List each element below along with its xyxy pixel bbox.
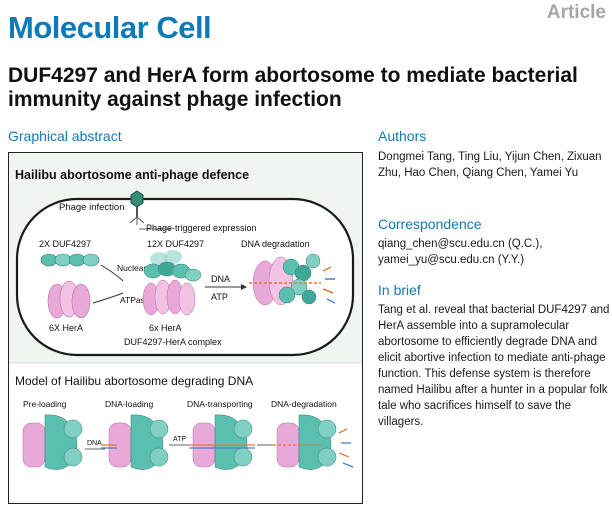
step-dnatransporting-label: DNA-transporting — [187, 399, 253, 409]
duf4297-dimer-icon — [40, 253, 100, 267]
atpase-label: ATPase — [120, 295, 150, 305]
model-title: Model of Hailibu abortosome degrading DN… — [15, 374, 253, 388]
paper-title: DUF4297 and HerA form abortosome to medi… — [8, 64, 578, 111]
dna-label: DNA — [211, 274, 230, 284]
duf4297-hera-complex-icon — [142, 250, 202, 316]
top-title: Hailibu abortosome anti-phage defence — [15, 168, 249, 182]
model-step-3-icon — [189, 414, 255, 470]
authors-list: Dongmei Tang, Ting Liu, Yijun Chen, Zixu… — [378, 151, 602, 179]
email-link-2[interactable]: yamei_yu@scu.edu.cn (Y.Y.) — [378, 254, 525, 266]
degrading-complex-icon — [249, 253, 336, 306]
in-brief-text: Tang et al. reveal that bacterial DUF429… — [378, 304, 610, 428]
model-step-2-icon — [101, 414, 169, 470]
dna-degradation-label: DNA degradation — [241, 239, 310, 249]
email-link-1[interactable]: qiang_chen@scu.edu.cn (Q.C.), — [378, 238, 543, 250]
hera-hexamer-icon — [47, 280, 91, 319]
in-brief-heading: In brief — [378, 282, 421, 298]
phage-infection-label: Phage infection — [59, 202, 125, 213]
graphical-abstract-heading: Graphical abstract — [8, 128, 122, 144]
article-type-label: Article — [546, 2, 606, 23]
step-preloading-label: Pre-loading — [23, 399, 67, 409]
graphical-abstract-figure: Hailibu abortosome anti-phage defence Ph… — [8, 152, 363, 504]
correspondence-heading: Correspondence — [378, 216, 482, 232]
model-arrow-dna-label: DNA — [87, 440, 102, 447]
hera-6x-left-label: 6X HerA — [49, 323, 83, 333]
model-arrow-atp-label: ATP — [173, 436, 186, 443]
authors-heading: Authors — [378, 128, 427, 144]
hera-6x-center-label: 6x HerA — [149, 323, 182, 333]
model-step-4-icon — [273, 414, 354, 470]
step-dnaloading-label: DNA-loading — [105, 399, 153, 409]
duf-12x-label: 12X DUF4297 — [147, 239, 204, 249]
graphical-abstract-svg: Hailibu abortosome anti-phage defence Ph… — [9, 153, 362, 503]
phage-triggered-label: Phage-triggered expression — [146, 223, 257, 233]
model-step-1-icon — [22, 414, 83, 470]
phage-icon — [129, 190, 145, 225]
atp-label: ATP — [211, 292, 228, 302]
arrow-hera-to-complex — [92, 292, 124, 304]
arrow-duf-to-complex — [100, 264, 124, 282]
step-dnadegradation-label: DNA-degradation — [271, 399, 337, 409]
reaction-arrow-head — [241, 284, 247, 290]
complex-label: DUF4297-HerA complex — [124, 337, 222, 347]
correspondence-emails: qiang_chen@scu.edu.cn (Q.C.), yamei_yu@s… — [378, 236, 610, 268]
journal-title: Molecular Cell — [8, 10, 212, 45]
nuclease-label: Nuclease — [117, 263, 153, 273]
duf-2x-label: 2X DUF4297 — [39, 239, 91, 249]
